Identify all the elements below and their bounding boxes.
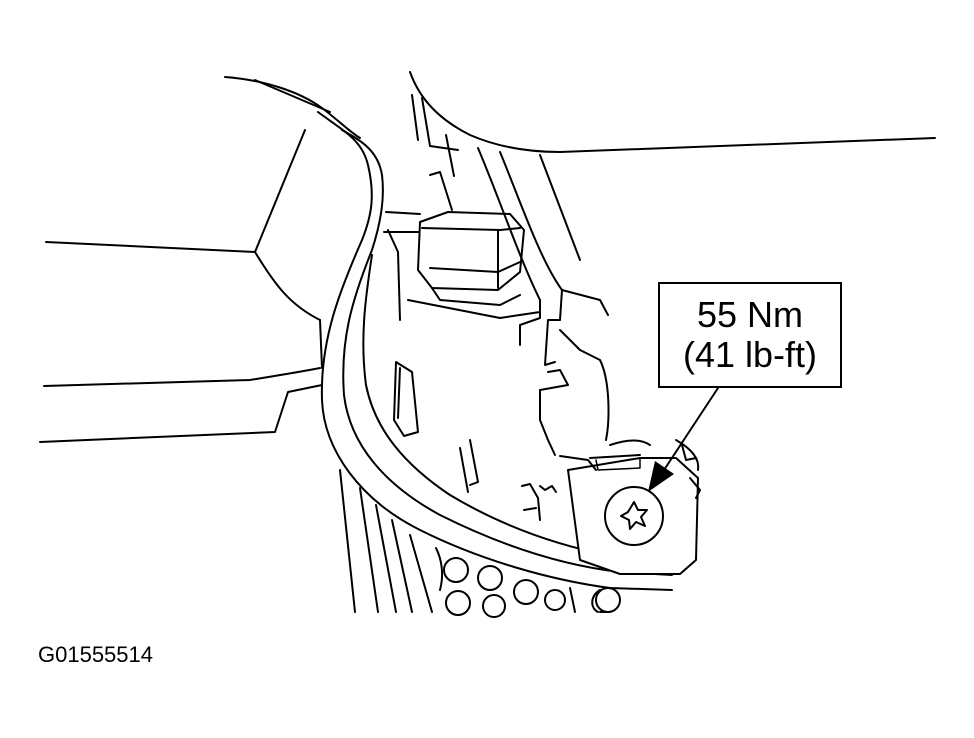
pedal-support — [429, 134, 610, 456]
arrow-icon — [648, 387, 719, 492]
figure-id: G01555514 — [38, 642, 153, 667]
left-trim — [39, 129, 323, 443]
torx-bolt-icon — [604, 486, 664, 546]
torque-callout: 55 Nm (41 lb-ft) — [658, 282, 842, 388]
upper-panel — [224, 71, 936, 153]
lower-tabs — [393, 361, 557, 521]
pedal-bracket — [317, 111, 673, 591]
switch-block — [383, 211, 541, 319]
torque-imperial: (41 lb-ft) — [682, 334, 818, 375]
torque-metric: 55 Nm — [696, 294, 804, 335]
floor-pattern — [339, 469, 621, 618]
